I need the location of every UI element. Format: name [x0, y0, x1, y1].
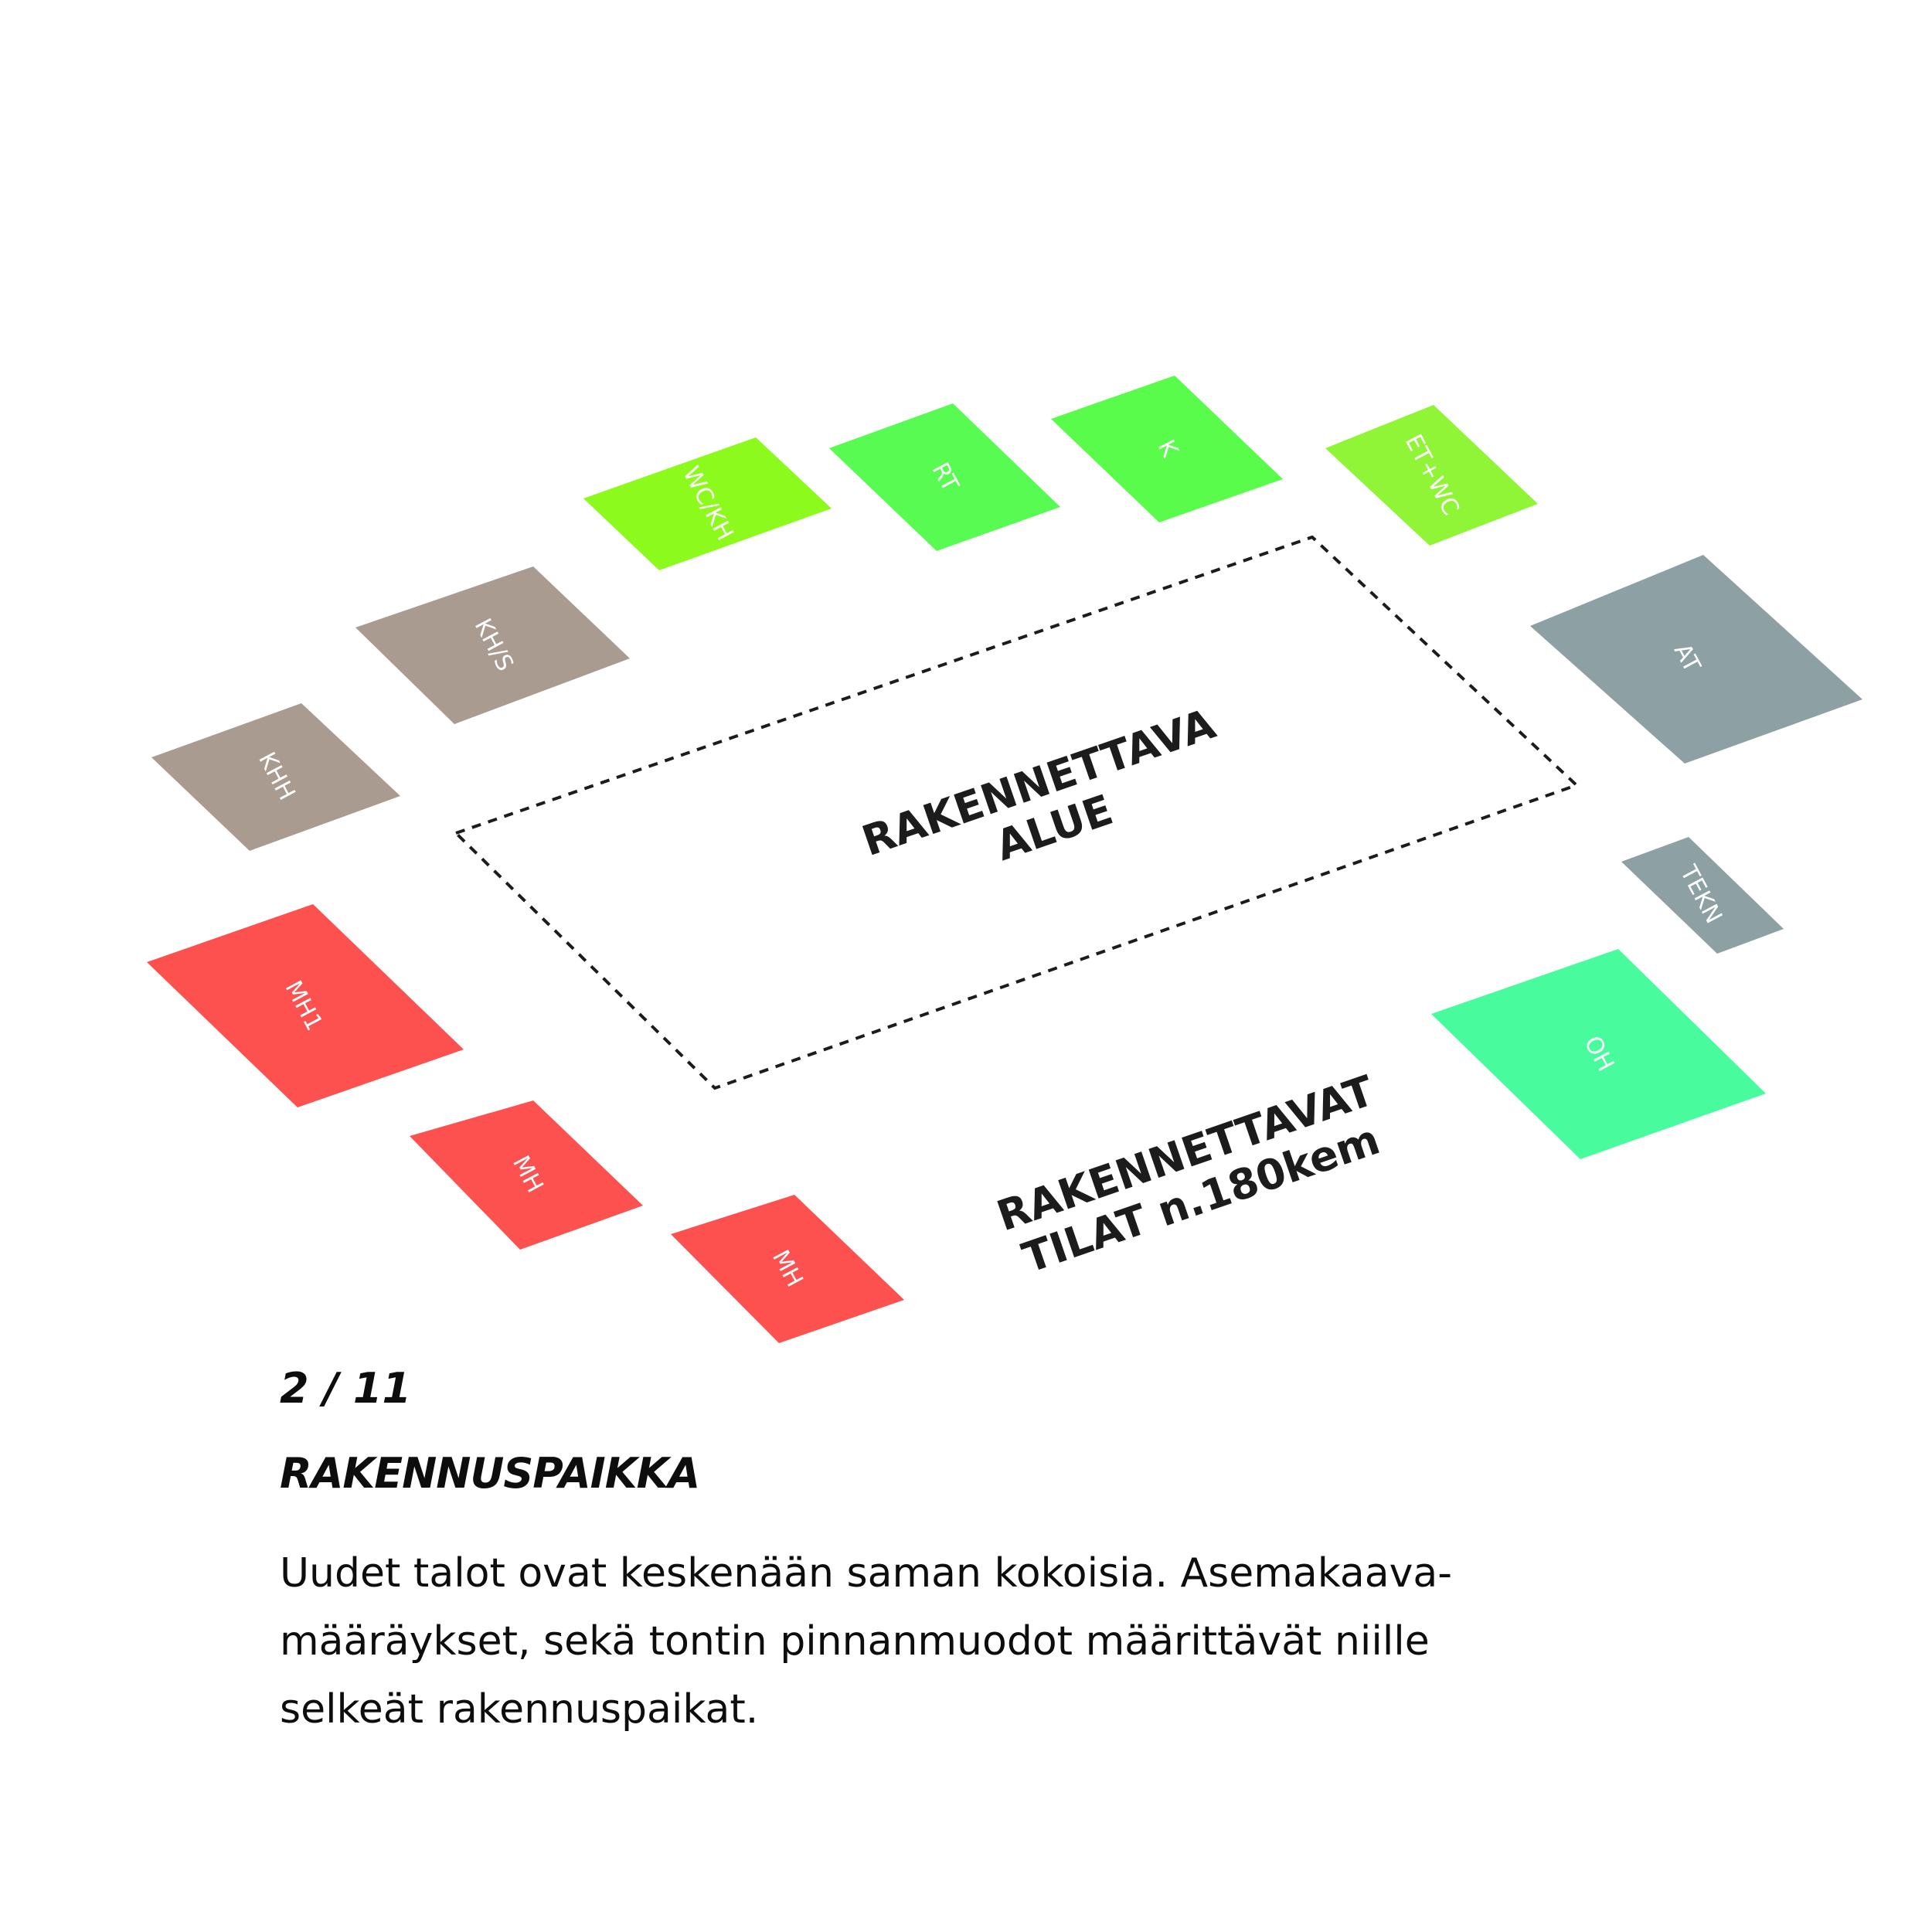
room-at: AT	[1530, 555, 1862, 764]
room-k: K	[1051, 376, 1283, 522]
room-mh1: MH1	[147, 904, 464, 1107]
room-mh-b: MH	[671, 1195, 904, 1343]
spaces-label: RAKENNETTAVAT TILAT n.180kem	[991, 1066, 1386, 1283]
room-oh: OH	[1431, 949, 1766, 1159]
section-title: RAKENNUSPAIKKA	[280, 1449, 700, 1498]
body-text: Uudet talot ovat keskenään saman kokoisi…	[280, 1550, 1453, 1733]
room-khh: KHH	[151, 703, 400, 851]
room-shape	[1621, 837, 1784, 954]
room-kh-s: KH/S	[355, 566, 630, 724]
room-et-wc: ET+WC	[1325, 405, 1538, 546]
build-area-label: RAKENNETTAVA ALUE	[856, 699, 1222, 870]
room-wc-kh: WC/KH	[583, 437, 832, 570]
room-shape	[829, 403, 1060, 551]
room-shape	[1325, 405, 1538, 546]
room-shape	[410, 1100, 643, 1250]
room-tekn: TEKN	[1621, 837, 1784, 954]
room-rt: RT	[829, 403, 1060, 551]
room-shape	[1530, 555, 1862, 764]
room-shape	[147, 904, 464, 1107]
room-shape	[355, 566, 630, 724]
room-shape	[1051, 376, 1283, 522]
room-mh-a: MH	[410, 1100, 643, 1250]
room-shape	[583, 437, 832, 570]
room-shape	[671, 1195, 904, 1343]
caption-block: 2 / 11 RAKENNUSPAIKKA Uudet talot ovat k…	[280, 1368, 1671, 1743]
build-area-outline	[453, 535, 1580, 1090]
room-shape	[1431, 949, 1766, 1159]
room-shape	[151, 703, 400, 851]
page-number: 2 / 11	[280, 1364, 412, 1413]
